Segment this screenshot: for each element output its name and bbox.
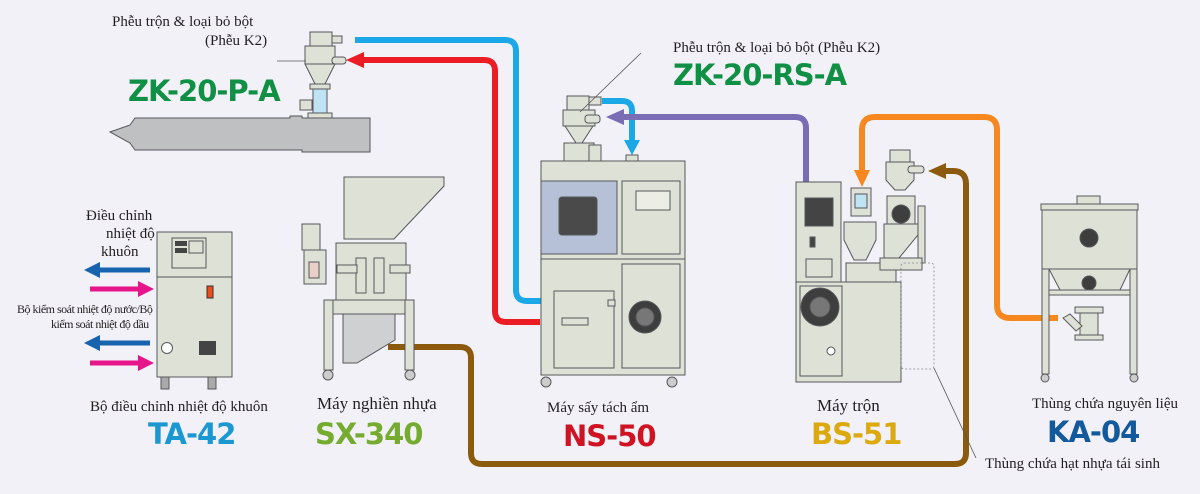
sx-340-model: SX-340 bbox=[315, 417, 423, 451]
zk-20-rs-a-model: ZK-20-RS-A bbox=[673, 58, 847, 92]
zk-rs-caption: Phễu trộn & loại bỏ bột (Phễu K2) bbox=[673, 40, 881, 56]
ns-50-machine bbox=[540, 95, 686, 388]
zk-20-p-a-model: ZK-20-P-A bbox=[128, 74, 281, 108]
pipe-red-return bbox=[346, 52, 540, 325]
ns-caption: Máy sấy tách ẩm bbox=[547, 400, 650, 416]
ta-note-top-line1: Điều chỉnh bbox=[86, 208, 153, 224]
pipe-orange bbox=[854, 114, 1058, 321]
ka-04-model: KA-04 bbox=[1047, 415, 1140, 449]
injection-barrel bbox=[108, 115, 371, 153]
ta-42-model: TA-42 bbox=[148, 417, 236, 451]
leader-line bbox=[579, 52, 642, 113]
ka-caption: Thùng chứa nguyên liệu bbox=[1032, 396, 1179, 412]
regrind-bin-caption: Thùng chứa hạt nhựa tái sinh bbox=[985, 456, 1160, 472]
pipe-brown-regrind bbox=[388, 163, 969, 467]
arrow-right-icon bbox=[138, 281, 154, 297]
leader-line bbox=[933, 367, 977, 459]
ta-42-machine bbox=[156, 231, 233, 390]
arrow-left-icon bbox=[84, 335, 100, 351]
zk-20-p-a-hopper bbox=[299, 31, 347, 119]
ta-caption: Bộ điều chỉnh nhiệt độ khuôn bbox=[90, 399, 268, 415]
ta-note-top-line3: khuôn bbox=[101, 244, 139, 260]
sx-340-machine bbox=[301, 176, 445, 381]
ta-note-top-line2: nhiệt độ bbox=[106, 226, 155, 242]
pipe-purple bbox=[606, 109, 809, 182]
zk-p-caption-line1: Phễu trộn & loại bỏ bột bbox=[112, 14, 254, 30]
ns-50-model: NS-50 bbox=[563, 419, 657, 453]
zk-p-caption-line2: (Phễu K2) bbox=[205, 33, 268, 49]
arrow-head-icon bbox=[624, 140, 640, 155]
regrind-bin-outline bbox=[900, 262, 935, 370]
ta-note-mid-line1: Bộ kiểm soát nhiệt độ nước/Bộ bbox=[17, 302, 153, 316]
bs-51-model: BS-51 bbox=[811, 417, 902, 451]
bs-caption: Máy trộn bbox=[817, 396, 880, 415]
arrow-head-icon bbox=[928, 163, 946, 179]
arrow-head-icon bbox=[346, 52, 364, 68]
arrow-right-icon bbox=[138, 355, 154, 371]
ka-04-machine bbox=[1040, 195, 1139, 383]
arrow-head-icon bbox=[606, 109, 624, 125]
arrow-head-icon bbox=[854, 170, 870, 187]
bs-51-machine bbox=[795, 149, 926, 383]
sx-caption: Máy nghiền nhựa bbox=[317, 394, 437, 413]
arrow-left-icon bbox=[84, 262, 100, 278]
ta-flow-arrows bbox=[84, 262, 154, 371]
ta-note-mid-line2: kiểm soát nhiệt độ dầu bbox=[51, 317, 149, 331]
pipe-blue-ns-top bbox=[602, 98, 640, 155]
